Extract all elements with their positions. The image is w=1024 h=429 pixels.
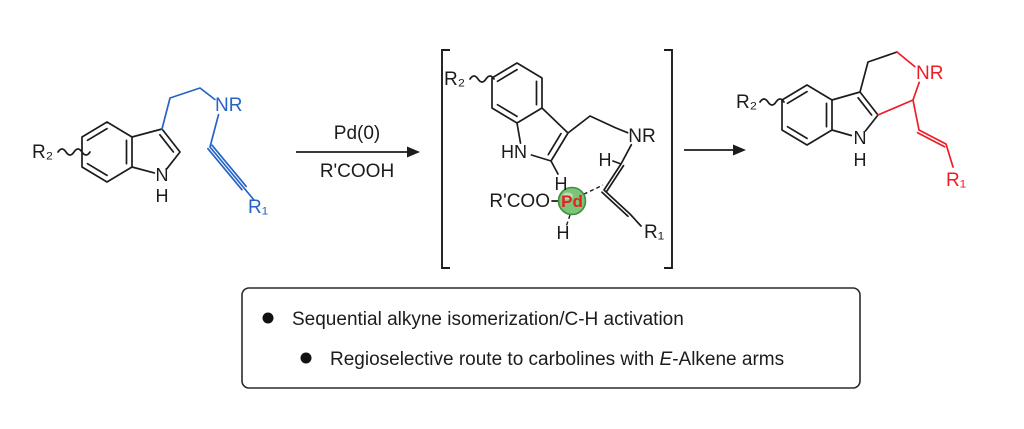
reactant-nr-label: NR — [215, 95, 242, 116]
pd-atom-circle — [557, 186, 587, 216]
key-points-box: Sequential alkyne isomerization/C-H acti… — [241, 287, 861, 389]
intermediate-r1-label: R₁ — [644, 222, 664, 243]
reactant-r2-label: R₂ — [32, 142, 53, 163]
product-structure: R₂ NR N H R₁ — [736, 51, 966, 191]
bullet-icon — [300, 352, 312, 364]
pd-atom-highlight — [562, 192, 573, 200]
reagent-bottom-label: R'COOH — [320, 161, 394, 182]
reactant-r1-label: R₁ — [248, 197, 268, 218]
reactant-indole-nh-label: H — [156, 186, 169, 206]
product-indole-nh-label: H — [854, 150, 867, 170]
bullet-icon — [262, 312, 274, 324]
reactant-indole-bonds — [57, 121, 181, 183]
product-r2-label: R₂ — [736, 92, 757, 113]
reactant-structure: R₂ NR N H R₁ — [32, 87, 268, 218]
intermediate-hn-label: HN — [501, 142, 527, 162]
intermediate-brackets — [441, 49, 673, 269]
key-point-1: Sequential alkyne isomerization/C-H acti… — [292, 309, 684, 330]
product-r1-label: R₁ — [946, 170, 966, 191]
intermediate-structure: R₂ HN H NR H R'COO Pd H R₁ — [441, 49, 673, 269]
key-point-2-prefix: Regioselective route to carbolines with — [330, 349, 660, 370]
key-point-2-suffix: -Alkene arms — [672, 349, 784, 370]
key-point-2: Regioselective route to carbolines with … — [330, 349, 784, 370]
product-new-ring-and-alkene-bonds — [877, 51, 954, 168]
intermediate-rcoo-label: R'COO — [489, 191, 550, 212]
product-nr-label: NR — [916, 63, 943, 84]
reactant-propargylamine-bonds — [161, 87, 255, 201]
reagent-top-label: Pd(0) — [334, 123, 380, 144]
intermediate-skeleton-bonds — [469, 62, 642, 227]
key-point-2-italic-e: E — [660, 349, 673, 370]
reactant-indole-n-label: N — [156, 165, 169, 185]
intermediate-hydride-label: H — [557, 223, 570, 243]
product-indole-n-label: N — [854, 128, 867, 148]
key-points-border — [241, 287, 861, 389]
intermediate-nr-label: NR — [628, 126, 655, 147]
intermediate-vinyl-h-label: H — [599, 150, 612, 170]
reaction-arrow-1: Pd(0) R'COOH — [296, 123, 420, 182]
pd-coordination-dashes — [565, 184, 604, 228]
pd-atom-label: Pd — [561, 192, 583, 211]
intermediate-c2-h-label: H — [555, 174, 568, 194]
product-indole-bonds — [759, 51, 898, 146]
intermediate-r2-label: R₂ — [444, 69, 465, 90]
